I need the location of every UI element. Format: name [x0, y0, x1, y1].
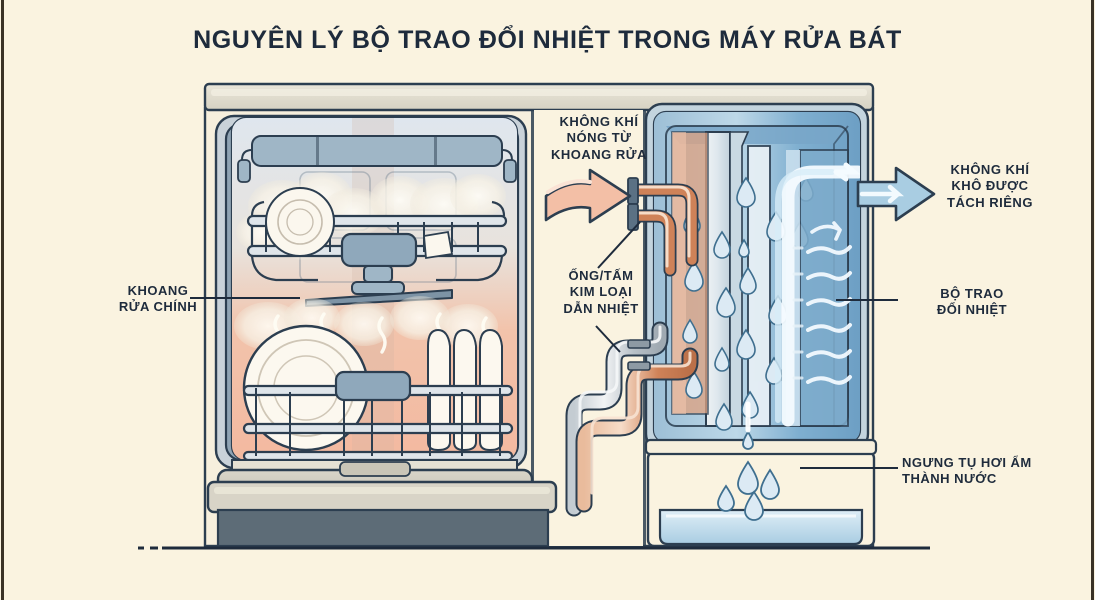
lower-rack [242, 370, 514, 460]
airflow-wave-icon [806, 221, 852, 385]
wash-cavity [214, 114, 528, 477]
metal-pipes [565, 177, 699, 517]
pipe-collar [627, 177, 639, 231]
arrow-right-hot-icon [544, 168, 632, 224]
heat-exchanger [644, 102, 870, 452]
copper-pipe-return [575, 347, 699, 513]
silver-pipe-return [565, 321, 669, 517]
arrow-right-cold-icon [856, 166, 936, 222]
copper-pipe-lower [627, 209, 677, 277]
cup-item [265, 187, 335, 257]
copper-pipe-upper [627, 183, 699, 267]
condensate-tray [644, 401, 878, 548]
pipe-joint [627, 339, 651, 371]
water-droplet-icon [682, 176, 814, 431]
leader-lines [190, 221, 898, 469]
airflow-wave-icon [775, 162, 860, 427]
metal-conducting-plate [705, 131, 771, 427]
water-droplet-icon [717, 430, 780, 521]
spray-arm [305, 232, 453, 307]
dishwasher-door [206, 461, 558, 548]
page-title: NGUYÊN LÝ BỘ TRAO ĐỔI NHIỆT TRONG MÁY RỬ… [193, 26, 902, 54]
upper-spray-manifold [237, 135, 517, 183]
